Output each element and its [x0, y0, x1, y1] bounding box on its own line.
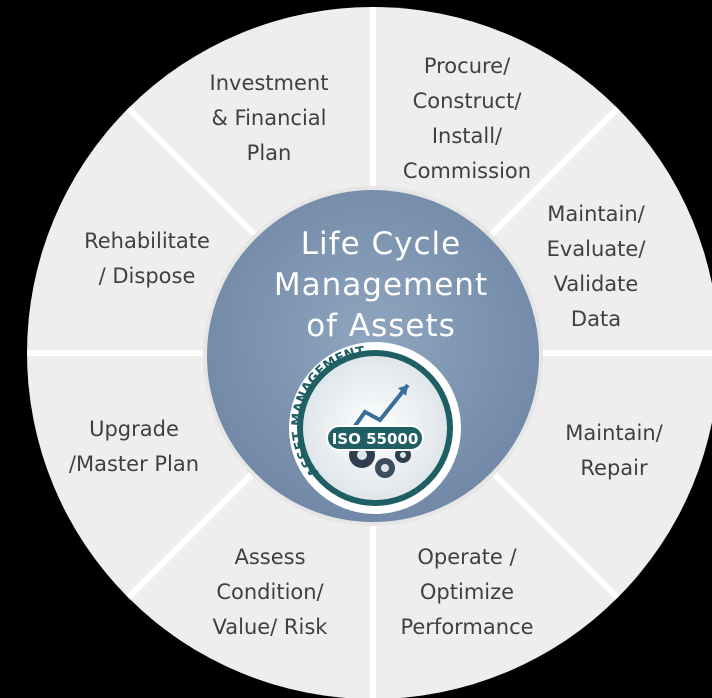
center-title-line-3: of Assets: [306, 308, 456, 344]
center-title-line-2: Management: [274, 267, 488, 303]
segment-label-maintain-evaluate-line-2: Evaluate/: [547, 237, 647, 261]
segment-label-maintain-repair-line-2: Repair: [580, 456, 648, 480]
segment-label-rehabilitate-line-2: / Dispose: [99, 264, 196, 288]
arrow-head-icon: [398, 385, 408, 396]
segment-label-maintain-repair-line-1: Maintain/: [565, 421, 663, 445]
segment-label-investment-line-1: Investment: [210, 71, 329, 95]
segment-label-operate-line-1: Operate /: [417, 545, 517, 569]
segment-label-assess-line-3: Value/ Risk: [213, 615, 329, 639]
center-title-line-1: Life Cycle: [301, 226, 461, 262]
segment-label-rehabilitate-line-1: Rehabilitate: [84, 229, 210, 253]
segment-label-maintain-evaluate-line-4: Data: [571, 307, 621, 331]
segment-label-procure-line-1: Procure/: [424, 54, 511, 78]
segment-label-assess-line-2: Condition/: [216, 580, 324, 604]
segment-label-maintain-evaluate-line-1: Maintain/: [547, 202, 645, 226]
iso-badge-text: ISO 55000: [332, 430, 419, 448]
segment-label-assess-line-1: Assess: [234, 545, 305, 569]
segment-label-upgrade-line-1: Upgrade: [89, 417, 179, 441]
iso-55000-logo: ASSET MANAGEMENT ISO 55000: [289, 342, 461, 514]
iso-badge: [326, 425, 424, 451]
segment-label-operate-line-3: Performance: [400, 615, 533, 639]
segment-label-investment-line-3: Plan: [247, 141, 292, 165]
segment-label-procure-line-2: Construct/: [413, 89, 523, 113]
segment-label-procure-line-4: Commission: [403, 159, 531, 183]
segment-label-investment-line-2: & Financial: [211, 106, 326, 130]
segment-label-maintain-evaluate-line-3: Validate: [554, 272, 639, 296]
segment-label-procure-line-3: Install/: [432, 124, 503, 148]
segment-label-operate-line-2: Optimize: [420, 580, 514, 604]
segment-label-upgrade-line-2: /Master Plan: [69, 452, 199, 476]
